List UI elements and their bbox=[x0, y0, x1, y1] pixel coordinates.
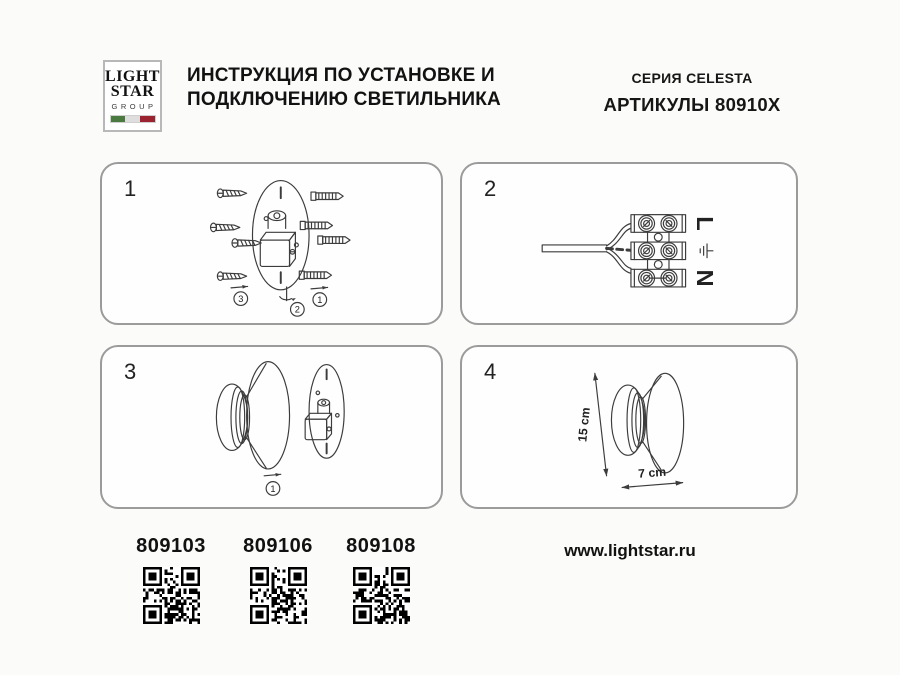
step-arrow-icon bbox=[263, 472, 282, 478]
page-title: ИНСТРУКЦИЯ ПО УСТАНОВКЕ И ПОДКЛЮЧЕНИЮ СВ… bbox=[187, 64, 501, 111]
website-url: www.lightstar.ru bbox=[564, 541, 696, 560]
article-809106: 809106 bbox=[218, 535, 338, 629]
article-809103: 809103 bbox=[111, 535, 231, 629]
height-dimension-label: 15 cm bbox=[575, 407, 593, 443]
series-label: СЕРИЯ CELESTA bbox=[631, 70, 753, 86]
lightstar-logo: LIGHT STAR GROUP bbox=[103, 60, 162, 132]
article-809108: 809108 bbox=[321, 535, 441, 629]
terminal-row-ground bbox=[630, 241, 687, 261]
wall-anchor-icon bbox=[317, 235, 351, 245]
step3-number: 3 bbox=[124, 359, 137, 384]
step-circle bbox=[289, 301, 305, 317]
step1-number: 1 bbox=[124, 176, 137, 201]
terminal-row-live bbox=[630, 214, 687, 233]
screw-icon bbox=[216, 271, 248, 282]
step-arrow-icon bbox=[310, 285, 329, 291]
logo-text-star: STAR bbox=[110, 83, 155, 100]
step4-number: 4 bbox=[484, 359, 497, 384]
terminal-block bbox=[630, 214, 687, 288]
step1-panel: 1 bbox=[100, 162, 443, 325]
step3-diagram: 1 bbox=[215, 361, 345, 496]
width-dimension-label: 7 cm bbox=[638, 465, 667, 481]
mounting-plate bbox=[304, 363, 345, 459]
neutral-label: N bbox=[692, 270, 718, 287]
height-dimension: 15 cm bbox=[575, 372, 609, 477]
step4-panel: 4 15 cm bbox=[460, 345, 798, 509]
step2-number: 2 bbox=[484, 176, 497, 201]
width-dimension: 7 cm bbox=[621, 465, 684, 490]
power-cable bbox=[541, 222, 633, 274]
lamp-drawing bbox=[215, 361, 291, 470]
step-number: 1 bbox=[317, 295, 322, 305]
article-code: 809106 bbox=[243, 535, 313, 557]
qr-code bbox=[249, 567, 307, 624]
terminal-row-neutral bbox=[630, 268, 687, 288]
step2-panel: 2 bbox=[460, 162, 798, 325]
step-number: 2 bbox=[295, 305, 300, 315]
screw-icon bbox=[209, 222, 241, 233]
qr-code bbox=[142, 567, 200, 624]
lamp-drawing bbox=[610, 372, 685, 474]
wall-anchor-icon bbox=[310, 191, 344, 201]
article-code: 809103 bbox=[136, 535, 206, 557]
logo-text-light: LIGHT bbox=[105, 68, 160, 85]
live-label: L bbox=[692, 216, 718, 230]
step3-panel: 3 bbox=[100, 345, 443, 509]
series-block: СЕРИЯ CELESTA АРТИКУЛЫ 80910X bbox=[567, 70, 817, 116]
step-arrow-icon bbox=[230, 284, 249, 290]
screw-icon bbox=[216, 188, 248, 199]
step4-diagram: 15 cm 7 cm bbox=[575, 372, 685, 490]
earth-ground-icon bbox=[699, 243, 714, 259]
qr-code bbox=[352, 567, 410, 624]
screw-icon bbox=[231, 238, 262, 248]
step-circle bbox=[312, 292, 328, 308]
rotate-arrow-icon bbox=[279, 286, 296, 302]
step-circle bbox=[233, 291, 249, 307]
step-number: 3 bbox=[238, 294, 243, 304]
italian-flag-icon bbox=[109, 115, 156, 123]
title-line-1: ИНСТРУКЦИЯ ПО УСТАНОВКЕ И bbox=[187, 65, 495, 86]
title-line-2: ПОДКЛЮЧЕНИЮ СВЕТИЛЬНИКА bbox=[187, 88, 501, 110]
article-code: 809108 bbox=[346, 535, 416, 557]
step2-diagram: L N bbox=[541, 214, 718, 288]
step1-diagram: 3 2 1 bbox=[209, 179, 351, 317]
flag-green-stripe bbox=[110, 116, 126, 122]
flag-red-stripe bbox=[139, 116, 155, 122]
logo-text-group: GROUP bbox=[111, 102, 157, 111]
articles-label: АРТИКУЛЫ 80910X bbox=[603, 94, 781, 115]
wall-anchor-icon bbox=[299, 220, 334, 231]
flag-white-stripe bbox=[125, 116, 140, 122]
mounting-plate bbox=[251, 179, 310, 291]
step-circle bbox=[265, 481, 281, 496]
wall-anchor-icon bbox=[298, 270, 333, 280]
step-number: 1 bbox=[270, 484, 275, 494]
